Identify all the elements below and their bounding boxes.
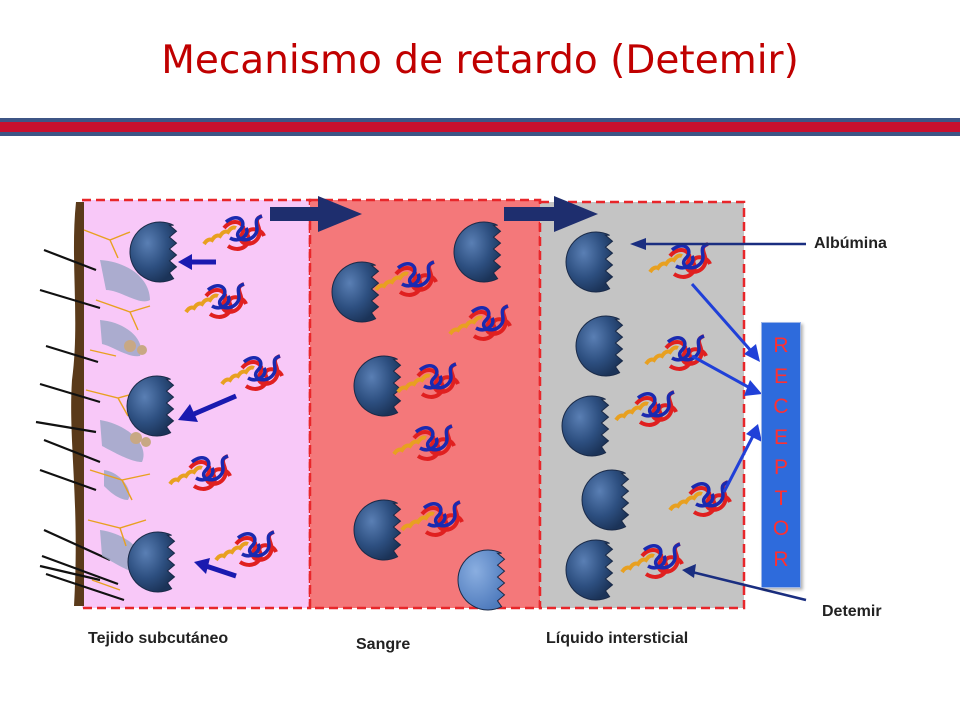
receptor-letter: C bbox=[773, 395, 789, 418]
detemir-molecule bbox=[396, 362, 460, 399]
albumin-molecule bbox=[561, 395, 610, 457]
detemir-molecule bbox=[374, 260, 438, 297]
receptor-binding-arrows bbox=[690, 283, 762, 493]
detemir-molecule bbox=[392, 424, 456, 461]
detemir-molecule bbox=[168, 454, 232, 491]
receptor-letter: T bbox=[774, 486, 788, 510]
page-title: Mecanismo de retardo (Detemir) bbox=[161, 38, 799, 83]
title-underline-bar bbox=[0, 118, 960, 136]
receptor-letter: R bbox=[773, 334, 789, 357]
albumin-molecule bbox=[581, 469, 630, 531]
detemir-molecule bbox=[448, 304, 512, 341]
detemir-molecule bbox=[184, 282, 248, 319]
albumin-molecule bbox=[575, 315, 624, 377]
albumin-molecule bbox=[453, 221, 502, 283]
subcutaneous-tissue-label: Tejido subcutáneo bbox=[88, 630, 229, 647]
detemir-molecule bbox=[220, 354, 284, 391]
detemir-molecule bbox=[648, 242, 712, 279]
albumin-molecule bbox=[565, 539, 614, 601]
albumina-label: Albúmina bbox=[814, 235, 887, 252]
albumin-molecule bbox=[457, 549, 506, 611]
detemir-molecule bbox=[202, 214, 266, 251]
albumin-molecule bbox=[353, 499, 402, 561]
interstitial-fluid-label: Líquido intersticial bbox=[546, 630, 689, 647]
receptor-letter: O bbox=[772, 517, 790, 540]
detemir-molecule bbox=[644, 334, 708, 371]
detemir-molecule bbox=[214, 530, 278, 567]
albumin-molecule bbox=[331, 261, 380, 323]
flow-arrow-tissue-to-blood bbox=[270, 196, 362, 232]
detemir-molecule bbox=[620, 542, 684, 579]
albumin-molecule bbox=[353, 355, 402, 417]
detemir-label: Detemir bbox=[822, 603, 882, 620]
albumina-pointer bbox=[630, 238, 806, 250]
detemir-molecule bbox=[614, 390, 678, 427]
albumin-molecule bbox=[129, 221, 178, 283]
receptor-box: R E C E P T O R bbox=[761, 322, 801, 588]
albumin-molecule bbox=[127, 531, 176, 593]
receptor-letter: P bbox=[773, 456, 788, 479]
receptor-letter: E bbox=[773, 364, 788, 388]
receptor-letter: E bbox=[773, 425, 788, 449]
binding-arrows-tissue bbox=[178, 254, 237, 579]
receptor-letter: R bbox=[773, 547, 789, 571]
blood-compartment bbox=[308, 198, 542, 610]
skin-tissue-edge bbox=[35, 202, 151, 606]
albumin-molecule bbox=[565, 231, 614, 293]
blood-label: Sangre bbox=[356, 636, 411, 653]
flow-arrow-blood-to-interstitial bbox=[504, 196, 598, 232]
receptor-label: R E C E P T O R bbox=[762, 331, 800, 575]
detemir-pointer bbox=[682, 564, 807, 602]
albumin-molecule bbox=[126, 375, 175, 437]
detemir-molecule bbox=[400, 500, 464, 537]
